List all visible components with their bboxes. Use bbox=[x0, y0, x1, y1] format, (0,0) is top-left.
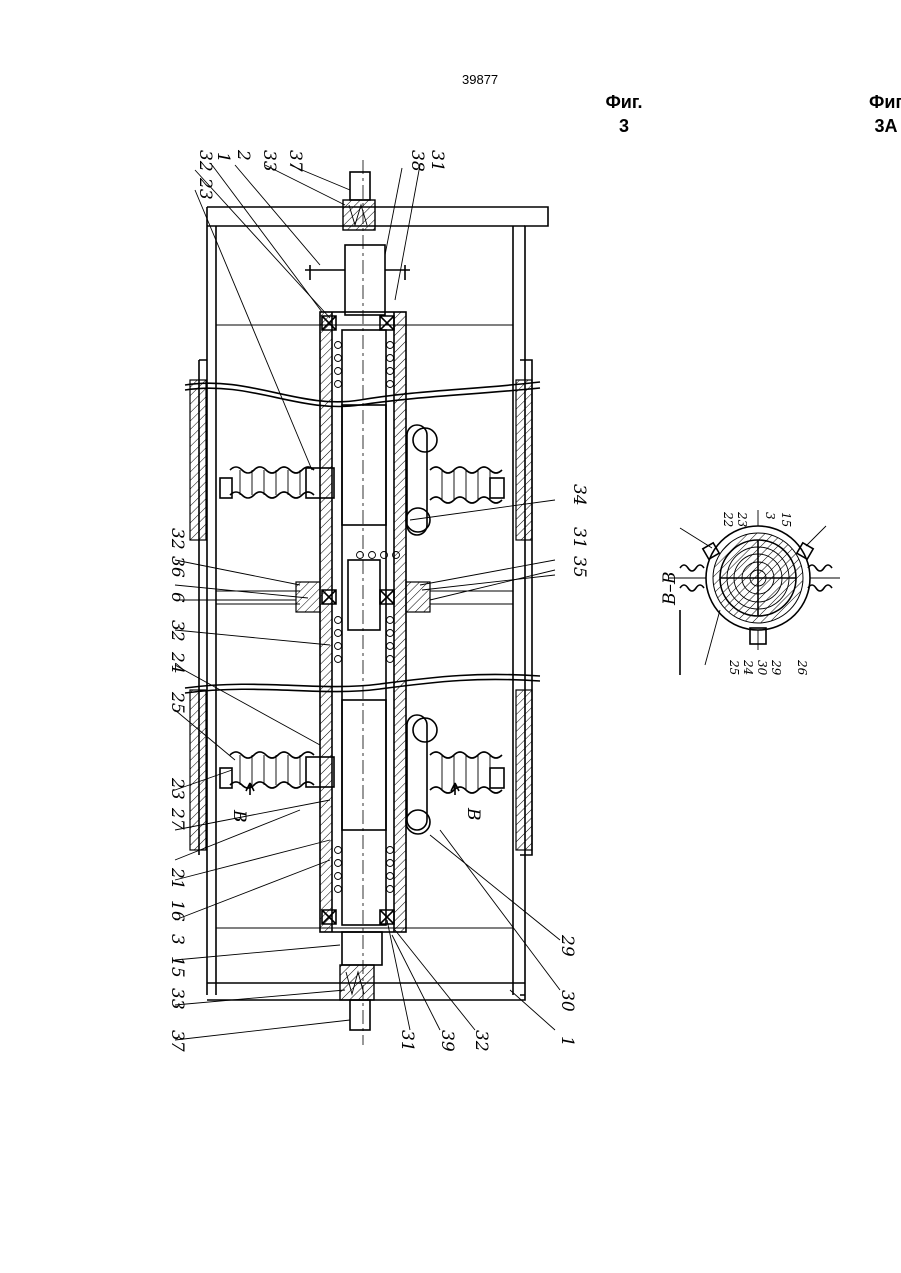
callout-37-top: 37 bbox=[285, 150, 305, 172]
callout-23-lower: 23 bbox=[167, 777, 187, 800]
callout-32-lower: 32 bbox=[167, 620, 187, 642]
callout-23-top: 23 bbox=[195, 177, 215, 200]
sleeve-lower bbox=[342, 700, 386, 830]
callout-16: 16 bbox=[167, 900, 187, 922]
top-bearing bbox=[343, 200, 375, 230]
right-shell-upper bbox=[516, 380, 532, 540]
section-mark-b-right: В bbox=[463, 807, 483, 821]
callout-35: 35 bbox=[569, 556, 589, 578]
callout-32-bottom: 32 bbox=[471, 1030, 491, 1052]
callout-3: 3 bbox=[167, 934, 187, 945]
callout-15: 15 bbox=[167, 956, 187, 978]
callout-1-top: 1 bbox=[213, 152, 233, 163]
section-title-bb: В–В bbox=[660, 572, 680, 607]
callout-31-mid: 31 bbox=[569, 527, 589, 549]
callout-21: 21 bbox=[167, 867, 187, 890]
sleeve-upper bbox=[342, 405, 386, 525]
callout-3a-3: 3 bbox=[763, 512, 777, 520]
callout-37-bottom: 37 bbox=[167, 1030, 187, 1052]
levers bbox=[406, 425, 437, 834]
section-mark-b-left: В bbox=[229, 809, 249, 823]
right-shell-lower bbox=[516, 690, 532, 850]
callout-38: 38 bbox=[407, 150, 427, 172]
callout-31-top: 31 bbox=[427, 150, 447, 172]
callout-36: 36 bbox=[167, 556, 187, 578]
callout-3a-30: 30 bbox=[755, 660, 769, 676]
callout-1-bottom: 1 bbox=[557, 1036, 577, 1047]
callout-25: 25 bbox=[167, 691, 187, 714]
callout-2: 2 bbox=[233, 149, 253, 161]
callout-3a-29: 29 bbox=[769, 659, 783, 676]
callout-29: 29 bbox=[557, 934, 577, 957]
inner-springs bbox=[335, 342, 400, 893]
callout-3a-23: 23 bbox=[735, 511, 749, 528]
callout-3a-22: 22 bbox=[721, 511, 735, 527]
callout-24: 24 bbox=[167, 651, 187, 674]
bottom-bearing bbox=[340, 965, 374, 1000]
callout-34: 34 bbox=[569, 484, 589, 506]
callout-32-top: 32 bbox=[195, 150, 215, 172]
center-coupling bbox=[348, 560, 380, 630]
outer-frame bbox=[207, 207, 548, 1000]
left-shell-upper bbox=[190, 380, 206, 540]
callout-32-mid: 32 bbox=[167, 528, 187, 550]
leader-lines bbox=[175, 165, 560, 1040]
callout-30: 30 bbox=[557, 990, 577, 1012]
callout-3a-26: 26 bbox=[795, 659, 809, 676]
callout-27: 27 bbox=[167, 807, 187, 830]
callout-3a-25: 25 bbox=[727, 659, 741, 675]
callout-33-bottom: 33 bbox=[167, 988, 187, 1010]
figure-3-drawing bbox=[175, 160, 560, 1045]
callout-3a-24: 24 bbox=[741, 659, 755, 675]
figure-3a-drawing bbox=[668, 510, 840, 665]
callout-3a-15: 15 bbox=[779, 512, 793, 527]
break-line-upper-2 bbox=[185, 388, 540, 407]
callout-33-top: 33 bbox=[259, 150, 279, 172]
break-line-lower bbox=[185, 674, 540, 688]
callout-39: 39 bbox=[437, 1030, 457, 1052]
callout-6: 6 bbox=[167, 592, 187, 603]
callout-31-bottom: 31 bbox=[397, 1030, 417, 1052]
